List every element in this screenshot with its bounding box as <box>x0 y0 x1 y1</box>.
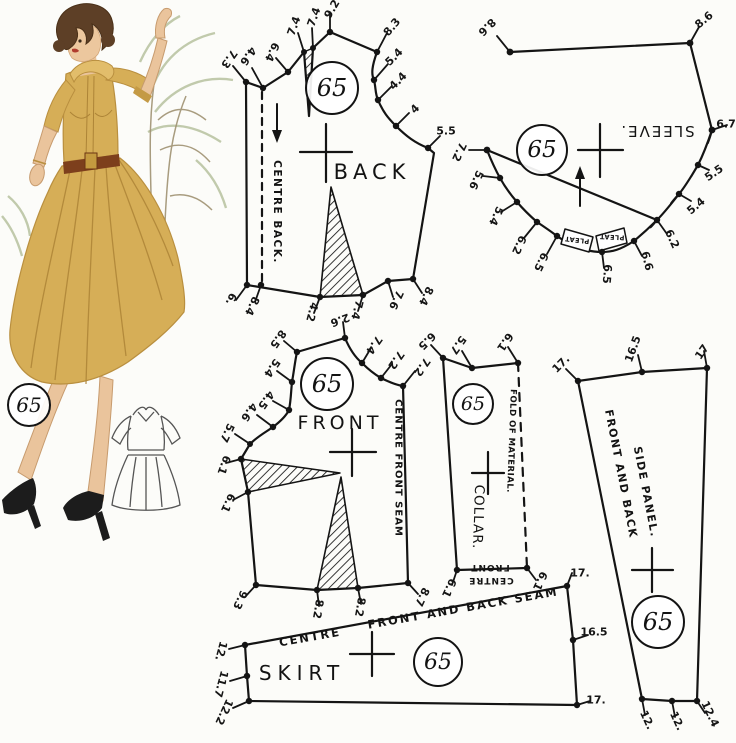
badge-number: 65 <box>527 137 557 163</box>
hand-raised <box>155 7 172 39</box>
sleeve-cuff <box>133 86 152 103</box>
bracelet <box>32 159 47 165</box>
forearm-raised <box>139 37 168 98</box>
fashion-illustration <box>1 3 234 541</box>
dress-collar-roll <box>69 59 115 84</box>
pleat-box-left <box>560 228 594 253</box>
skirt-grain-cross <box>348 630 396 678</box>
shoe-right-heel <box>95 511 110 541</box>
badge-number: 65 <box>424 649 452 675</box>
collar-vertex-dots <box>439 354 531 574</box>
front-bust-dart <box>240 458 341 493</box>
back-grain-arrowhead <box>272 130 282 143</box>
skirt-piece-outline <box>228 572 591 709</box>
badge-number: 65 <box>16 393 42 417</box>
hair-curl-left <box>53 40 65 52</box>
pleat-label-right: PLEAT <box>599 232 625 242</box>
pattern-number-badge-side-panel: 65 <box>631 595 685 649</box>
leg-near <box>86 375 114 502</box>
sleeve-tick-marks <box>468 26 728 269</box>
side-panel-vertex-dots <box>574 364 711 705</box>
front-waist-dart <box>316 476 359 591</box>
sleeve-left <box>43 79 76 133</box>
hair <box>56 3 114 52</box>
skirt-tick-marks <box>228 572 591 709</box>
lips <box>72 48 79 53</box>
forearm-left <box>32 125 58 168</box>
belt-buckle <box>84 152 98 170</box>
pattern-number-badge-collar: 65 <box>452 383 494 425</box>
side-panel-outline <box>565 350 711 718</box>
collar-centre-front-line2: CENTRE <box>468 575 514 585</box>
sleeve-piece-label: SLEEVE. <box>619 122 695 140</box>
pattern-number-badge-illustration: 65 <box>7 383 51 427</box>
sleeve-grain-arrowhead <box>575 166 585 179</box>
back-piece-label: BACK <box>333 160 411 184</box>
hand-left <box>29 163 45 187</box>
pattern-number-badge-skirt: 65 <box>413 637 463 687</box>
tree-branches <box>149 69 213 231</box>
side-panel-grain-cross <box>630 546 675 594</box>
collar-piece-label: COLLAR. <box>468 484 488 550</box>
side-panel-tick-marks <box>565 350 708 718</box>
pattern-number-badge-front: 65 <box>300 357 354 411</box>
eye <box>78 39 82 43</box>
front-piece-label: FRONT <box>297 412 383 434</box>
shoe-left-heel <box>27 505 41 529</box>
skirt-folds <box>30 159 174 385</box>
sleeve-piece-outline <box>468 26 728 269</box>
shoe-left <box>2 478 37 515</box>
badge-number: 65 <box>642 608 674 636</box>
front-vertex-dots <box>237 334 412 594</box>
pattern-number-badge-sleeve: 65 <box>516 124 568 176</box>
back-tick-marks <box>232 13 441 314</box>
front-grain-cross <box>328 427 378 478</box>
front-piece-outline <box>225 321 419 607</box>
sleeve-vertex-dots <box>483 39 716 256</box>
pattern-number-badge-back: 65 <box>305 61 359 115</box>
collar-foldline <box>516 361 529 570</box>
dress-skirt <box>9 157 186 385</box>
back-waist-dart <box>319 186 364 298</box>
sleeve-grain-cross <box>576 122 625 179</box>
collar-centre-front-line1: FRONT <box>470 562 510 572</box>
badge-number: 65 <box>311 370 343 398</box>
badge-number: 65 <box>460 393 486 415</box>
shoe-right <box>63 491 104 521</box>
foliage-sketch <box>1 14 234 257</box>
dress-bodice <box>62 69 119 163</box>
collar-piece-outline <box>430 344 537 586</box>
centre-front-seam-label: CENTRE FRONT SEAM <box>392 399 404 537</box>
front-tick-marks <box>225 321 419 607</box>
back-vertex-dots <box>242 28 432 301</box>
back-grain-cross <box>298 122 354 184</box>
pleat-box-right <box>595 227 628 252</box>
skirt-piece-label: SKIRT <box>258 661 346 685</box>
skirt-vertex-dots <box>241 582 581 709</box>
collar-grain-cross <box>470 450 506 496</box>
hair-curl-right <box>101 33 115 47</box>
centre-back-label: CENTRE BACK. <box>271 160 283 264</box>
dress-flat-sketch <box>111 406 181 511</box>
bodice-seams <box>69 75 113 159</box>
collar-tick-marks <box>430 344 537 586</box>
badge-number: 65 <box>316 74 348 102</box>
